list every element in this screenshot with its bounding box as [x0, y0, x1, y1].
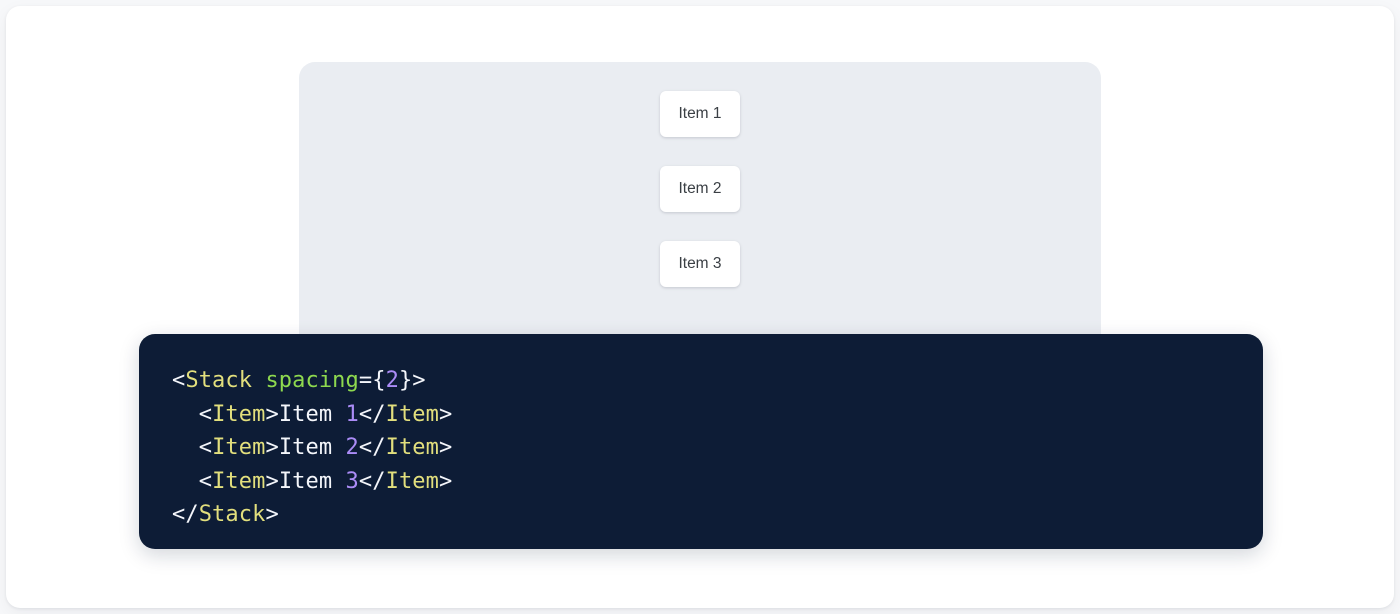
stack-container: Item 1 Item 2 Item 3	[299, 91, 1101, 287]
code-token-punct: ={	[358, 368, 386, 393]
code-token-num: 2	[345, 435, 359, 461]
component-preview-panel: Item 1 Item 2 Item 3	[299, 62, 1101, 362]
code-token-punct: >	[265, 502, 279, 528]
stack-item[interactable]: Item 2	[660, 166, 740, 212]
code-token-punct: <	[198, 468, 213, 494]
code-token-attr: spacing	[265, 368, 359, 393]
code-token-num: 3	[345, 468, 359, 494]
code-token-tag: Stack	[185, 368, 253, 393]
code-token-punct: </	[358, 435, 386, 461]
code-token-tag: Stack	[198, 502, 266, 528]
code-token-punct: </	[358, 468, 386, 494]
code-snippet-text: <Stack spacing={2}> <Item>Item 1</Item> …	[172, 364, 1263, 532]
code-token-punct: }>	[398, 368, 426, 393]
code-token-tag: Item	[385, 468, 439, 494]
code-token-punct: <	[198, 435, 213, 461]
code-token-text: Item	[278, 435, 346, 461]
code-token-tag: Item	[212, 401, 266, 427]
stack-item-label: Item 2	[678, 180, 722, 197]
code-token-punct: >	[439, 401, 453, 427]
stack-item-label: Item 1	[678, 105, 722, 122]
code-token-punct: <	[172, 368, 186, 393]
stack-item[interactable]: Item 1	[660, 91, 740, 137]
code-token-num: 2	[385, 368, 399, 393]
code-token-punct: <	[198, 401, 213, 427]
code-token-punct: >	[265, 435, 279, 461]
code-token-punct: </	[358, 401, 386, 427]
code-token-text	[252, 368, 265, 393]
code-token-text: Item	[278, 401, 346, 427]
code-token-tag: Item	[212, 435, 266, 461]
stack-item[interactable]: Item 3	[660, 241, 740, 287]
code-snippet-block[interactable]: <Stack spacing={2}> <Item>Item 1</Item> …	[139, 334, 1263, 549]
code-token-tag: Item	[385, 401, 439, 427]
code-token-tag: Item	[212, 468, 266, 494]
code-token-num: 1	[345, 401, 359, 427]
code-token-punct: >	[265, 468, 279, 494]
code-token-text: Item	[278, 468, 346, 494]
code-token-punct: </	[172, 502, 199, 528]
code-token-punct: >	[439, 468, 453, 494]
code-token-tag: Item	[385, 435, 439, 461]
code-token-punct: >	[439, 435, 453, 461]
stack-item-label: Item 3	[678, 255, 722, 272]
code-token-punct: >	[265, 401, 279, 427]
